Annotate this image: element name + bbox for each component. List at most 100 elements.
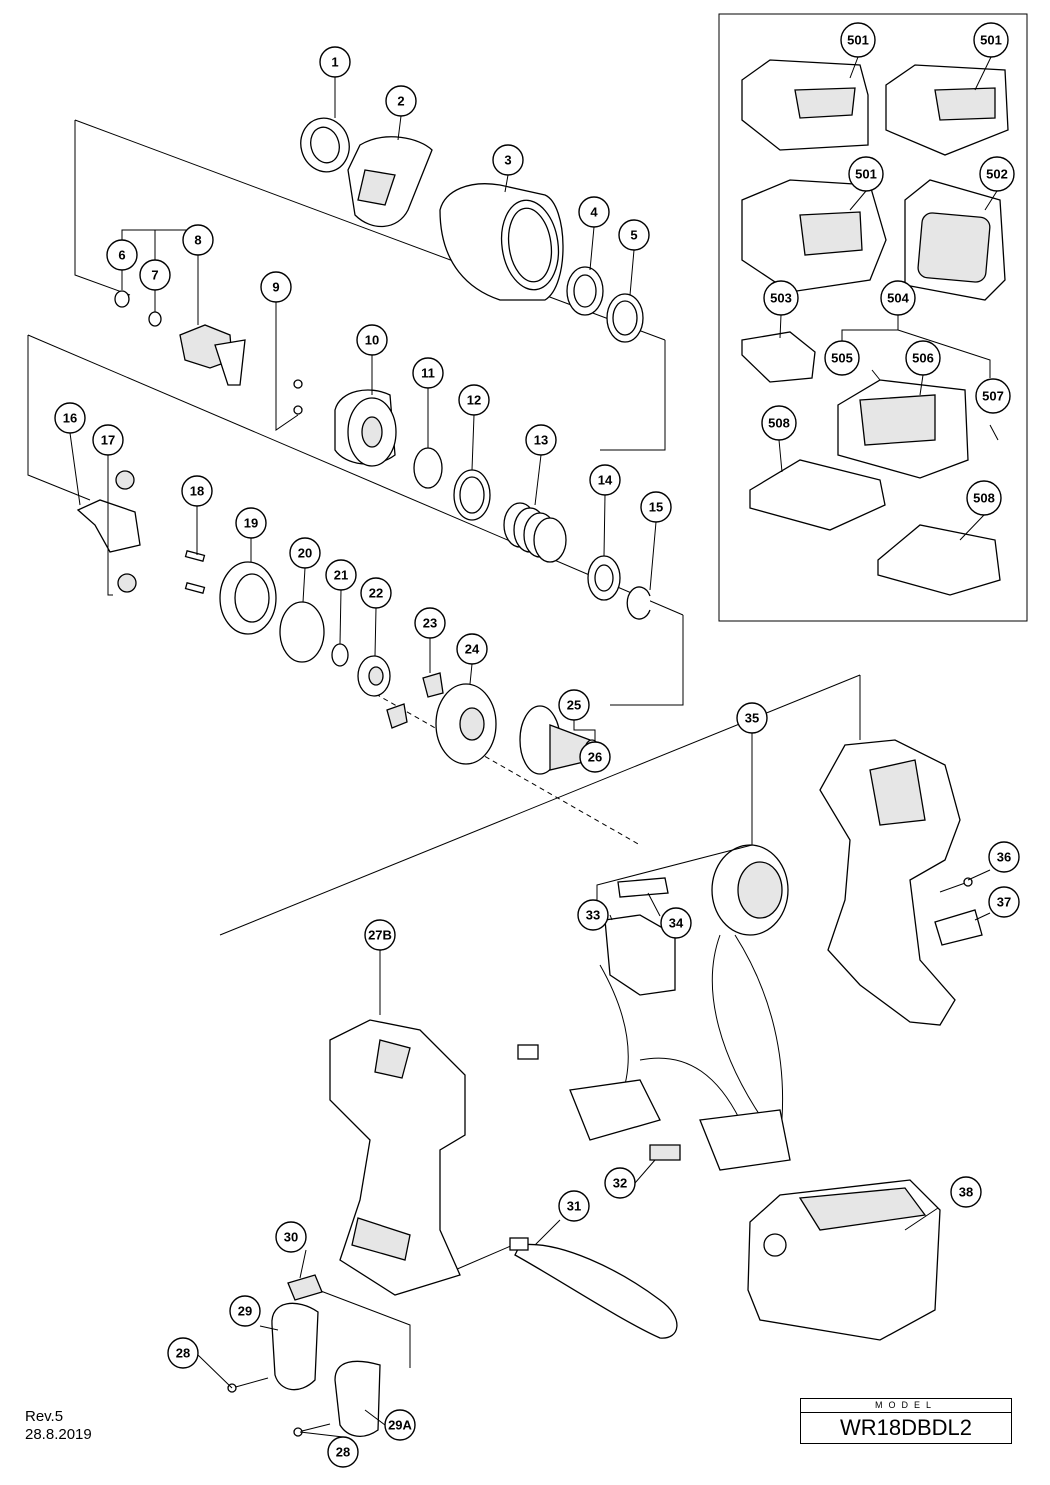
callout-34: 34: [660, 907, 692, 939]
washer-21: [331, 643, 349, 667]
callout-33: 33: [577, 899, 609, 931]
callout-label: 34: [669, 916, 684, 931]
stator: [711, 844, 789, 936]
ring-holder: [439, 183, 564, 301]
callout-label: 2: [397, 94, 404, 109]
callout-25: 25: [558, 689, 590, 721]
callout-36: 36: [988, 841, 1020, 873]
callout-4: 4: [578, 196, 610, 228]
plastic-inner: [741, 331, 816, 383]
callout-label: 6: [118, 248, 125, 263]
callout-24: 24: [456, 633, 488, 665]
callout-507: 507: [975, 378, 1011, 414]
steel-ball-set: [413, 447, 443, 489]
callout-501-c: 501: [848, 156, 884, 192]
washer-12: [453, 469, 491, 521]
callout-label: 19: [244, 516, 258, 531]
spindle: [76, 470, 141, 593]
callout-6: 6: [106, 239, 138, 271]
callout-label: 35: [745, 711, 759, 726]
callout-12: 12: [458, 384, 490, 416]
callout-28-lower: 28: [327, 1436, 359, 1468]
callout-label: 25: [567, 698, 581, 713]
callout-29: 29: [229, 1295, 261, 1327]
callout-506: 506: [905, 340, 941, 376]
o-ring-20: [279, 601, 325, 663]
callout-9: 9: [260, 271, 292, 303]
callout-label: 9: [272, 280, 279, 295]
o-ring: [148, 311, 162, 327]
callout-label: 22: [369, 586, 383, 601]
ring-gear: [219, 561, 277, 635]
inner-tray-2: [877, 524, 1001, 596]
callout-15: 15: [640, 491, 672, 523]
callout-7: 7: [139, 259, 171, 291]
strap: [509, 1237, 678, 1339]
callout-503: 503: [763, 280, 799, 316]
callout-31: 31: [558, 1190, 590, 1222]
callout-label: 3: [504, 153, 511, 168]
callout-label: 32: [613, 1176, 627, 1191]
model-label: MODEL: [801, 1400, 1011, 1413]
callout-label: 501: [980, 33, 1002, 48]
callout-5: 5: [618, 219, 650, 251]
callout-label: 508: [768, 416, 790, 431]
callout-21: 21: [325, 559, 357, 591]
callout-20: 20: [289, 537, 321, 569]
switch: [604, 914, 676, 996]
callout-label: 501: [847, 33, 869, 48]
callout-label: 29: [238, 1304, 252, 1319]
case: [904, 179, 1006, 301]
callout-501-a: 501: [840, 22, 876, 58]
model-box: MODEL WR18DBDL2: [800, 1398, 1012, 1444]
callout-1: 1: [319, 46, 351, 78]
hammer-spring: [503, 502, 567, 563]
callout-label: 36: [997, 850, 1011, 865]
callout-label: 505: [831, 351, 853, 366]
film: [617, 877, 669, 898]
callout-label: 28: [176, 1346, 190, 1361]
callout-32: 32: [604, 1167, 636, 1199]
charger-1: [741, 59, 869, 151]
charger-2: [885, 64, 1009, 156]
wiring-harness: [517, 934, 791, 1171]
callout-label: 13: [534, 433, 548, 448]
battery: [747, 1179, 941, 1341]
callout-label: 33: [586, 908, 600, 923]
callout-8: 8: [182, 224, 214, 256]
callout-13: 13: [525, 424, 557, 456]
callout-label: 30: [284, 1230, 298, 1245]
callout-label: 15: [649, 500, 663, 515]
callout-label: 507: [982, 389, 1004, 404]
hammer: [334, 389, 397, 467]
callout-label: 23: [423, 616, 437, 631]
callout-label: 1: [331, 55, 338, 70]
callout-502: 502: [979, 156, 1015, 192]
callout-label: 26: [588, 750, 602, 765]
callout-14: 14: [589, 464, 621, 496]
bearing-holder: [435, 683, 497, 765]
callout-label: 4: [590, 205, 598, 220]
rubber-damper: [386, 672, 444, 729]
hook: [271, 1302, 319, 1391]
callout-2: 2: [385, 85, 417, 117]
callout-label: 508: [973, 491, 995, 506]
callout-508-b: 508: [966, 480, 1002, 516]
callout-23: 23: [414, 607, 446, 639]
callout-10: 10: [356, 324, 388, 356]
callout-label: 16: [63, 411, 77, 426]
callout-508-a: 508: [761, 405, 797, 441]
callout-label: 18: [190, 484, 204, 499]
callout-label: 17: [101, 433, 115, 448]
charger-3: [741, 179, 887, 293]
callout-label: 11: [421, 366, 435, 381]
washer-5: [606, 293, 644, 343]
callout-37: 37: [988, 886, 1020, 918]
callout-label: 504: [887, 291, 909, 306]
steel-balls: [293, 379, 303, 415]
callout-label: 12: [467, 393, 481, 408]
case-set: [837, 379, 969, 479]
callout-504: 504: [880, 280, 916, 316]
washer-14: [587, 555, 621, 601]
